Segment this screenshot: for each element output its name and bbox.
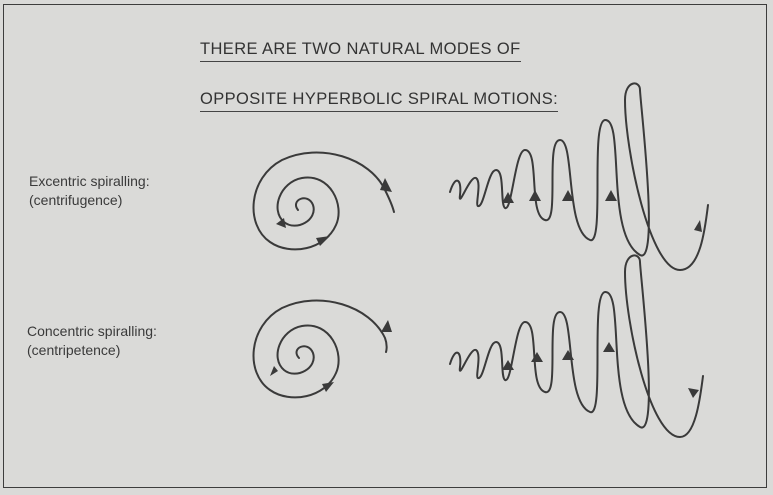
arrowhead: [605, 190, 617, 201]
arrowhead: [531, 352, 543, 362]
excentric-flat-spiral: [254, 152, 394, 249]
arrowhead: [322, 382, 334, 392]
arrowhead: [694, 220, 702, 232]
arrowhead: [270, 366, 278, 376]
concentric-helix: [450, 255, 703, 437]
arrowhead: [603, 342, 615, 352]
concentric-flat-spiral: [254, 300, 387, 397]
arrowhead: [529, 190, 541, 201]
arrowhead: [381, 320, 392, 332]
excentric-helix: [450, 83, 708, 270]
arrowhead: [688, 388, 699, 398]
arrowhead: [562, 350, 574, 360]
